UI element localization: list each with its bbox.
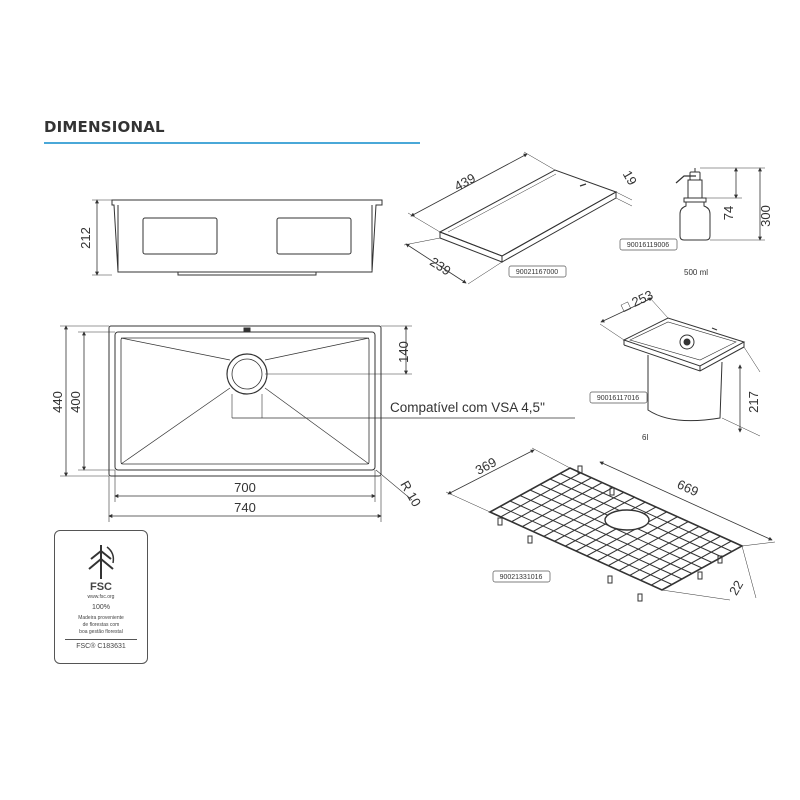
colander-code-box	[589, 391, 648, 404]
drain-lip	[177, 271, 317, 276]
title-underline	[44, 142, 420, 144]
fsc-line1: Madeira proveniente	[78, 615, 124, 621]
grid-length-label: 669	[675, 477, 701, 500]
grid-foot	[697, 571, 703, 580]
fsc-site: www.fsc.org	[87, 594, 115, 600]
drain-inner	[231, 358, 263, 390]
dispenser-code: 90016119006	[627, 242, 669, 249]
colander-height-label: 217	[746, 391, 761, 413]
inner-height-label: 400	[68, 391, 83, 413]
drain-outer	[226, 353, 268, 395]
grid-height-label: 22	[726, 578, 746, 598]
board-code: 90021167000	[516, 269, 558, 276]
dispenser-top-height-label: 74	[721, 206, 736, 220]
sink-side-view	[92, 199, 383, 276]
corner-radius-label: R 10	[397, 478, 424, 509]
dispenser-height-label: 300	[758, 205, 773, 227]
grid-wire-long	[559, 473, 733, 552]
fsc-line2: de florestas com	[82, 622, 120, 628]
fsc-label: FSC www.fsc.org 100% Madeira proveniente…	[54, 530, 148, 664]
colander-volume: 6l	[642, 433, 648, 442]
colander-size-label: □ 253	[619, 287, 655, 315]
board-thickness-label: 19	[620, 168, 640, 188]
board-width-label: 239	[427, 254, 453, 278]
fsc-license: FSC® C183631	[76, 643, 126, 650]
dispenser-capacity: 500 ml	[684, 268, 708, 277]
outer-height-label: 440	[50, 391, 65, 413]
grid-wire-long	[499, 506, 673, 585]
grid-foot	[527, 535, 533, 544]
grid-width-label: 369	[473, 454, 499, 477]
side-opening-left	[142, 217, 218, 255]
grid-wire-long	[519, 495, 693, 574]
colander	[599, 297, 761, 437]
grid-foot	[607, 575, 613, 584]
grid-foot	[637, 593, 643, 602]
grid-foot	[497, 517, 503, 526]
grid-code: 90021331016	[500, 574, 543, 581]
soap-dispenser	[675, 167, 765, 241]
grid-code-box	[492, 570, 551, 583]
grid-wire-long	[509, 500, 683, 580]
cutting-board	[403, 151, 633, 285]
fsc-divider	[65, 639, 137, 640]
colander-code: 90016117016	[597, 395, 639, 402]
sink-top-view	[60, 325, 575, 522]
fsc-tree-logo	[85, 543, 117, 581]
board-length-label: 439	[452, 170, 478, 193]
board-code-box	[508, 265, 567, 278]
drain-compat-note: Compatível com VSA 4,5"	[390, 400, 545, 415]
outer-width-label: 740	[234, 500, 256, 515]
drain-offset-label: 140	[396, 341, 411, 363]
side-height-label: 212	[78, 227, 93, 249]
inner-width-label: 700	[234, 480, 256, 495]
dispenser-code-box	[619, 238, 678, 251]
fsc-percent: 100%	[92, 604, 110, 611]
section-title: DIMENSIONAL	[44, 118, 165, 136]
grid-rack	[445, 447, 776, 602]
side-opening-right	[276, 217, 352, 255]
fsc-line3: boa gestão florestal	[79, 629, 123, 635]
fsc-brand: FSC	[90, 581, 112, 593]
